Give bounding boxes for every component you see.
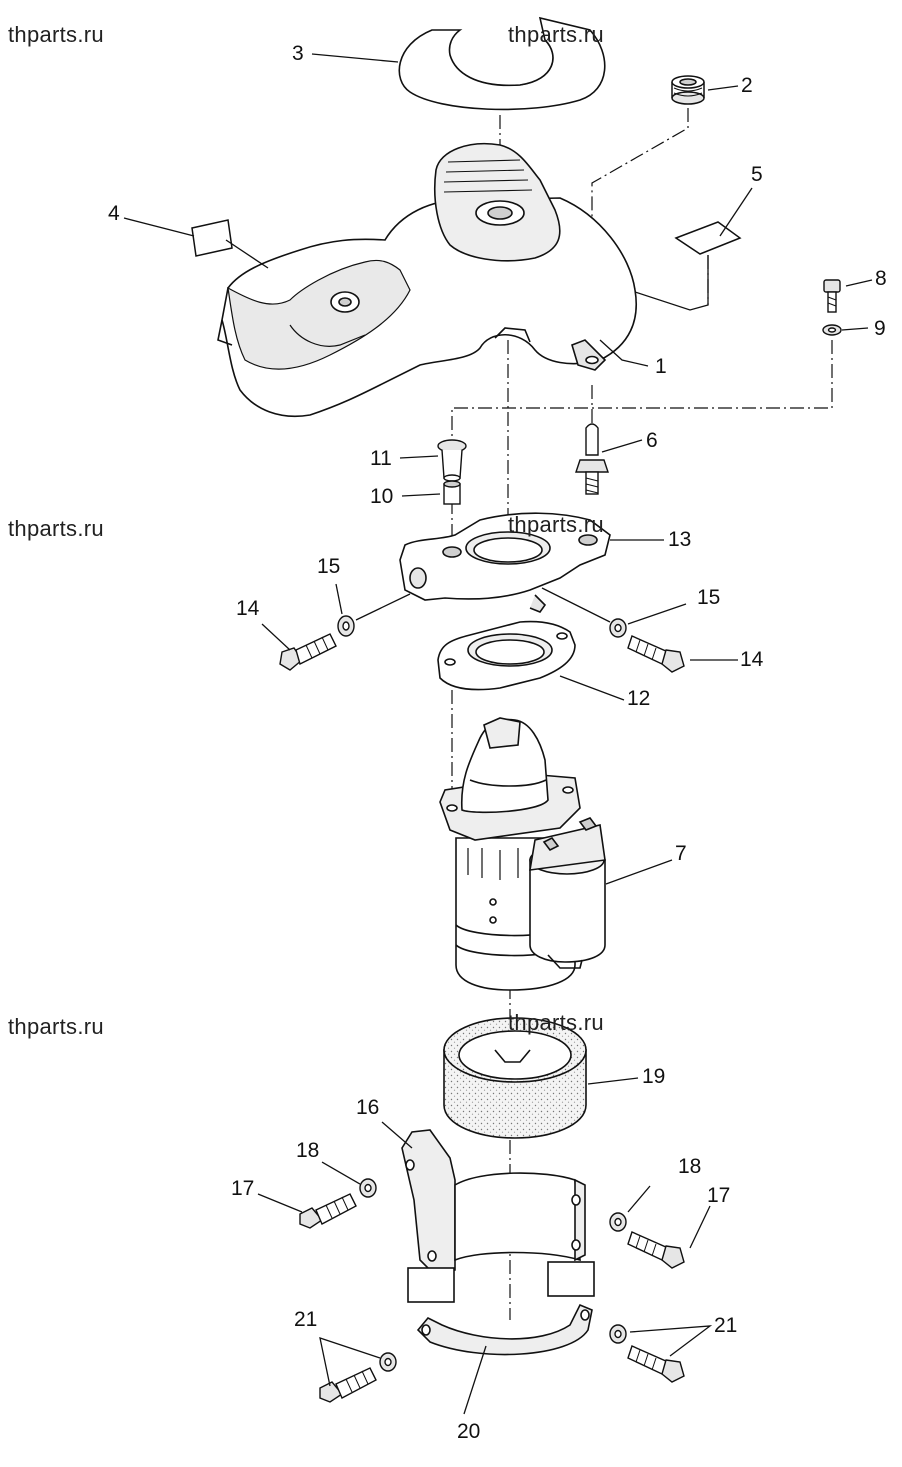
leader-lines	[123, 53, 873, 1415]
part-18-washer-right	[609, 1212, 627, 1232]
callout-17-left: 17	[231, 1177, 255, 1200]
part-4-label	[191, 219, 233, 257]
part-19-cushion-ring	[443, 1017, 587, 1139]
callout-2: 2	[741, 74, 753, 97]
callout-20: 20	[457, 1420, 481, 1443]
callout-12: 12	[627, 687, 651, 710]
part-14-bolt-left	[279, 633, 337, 671]
part-16-lower-bracket	[401, 1129, 595, 1303]
callout-14-left: 14	[236, 597, 260, 620]
watermark: thparts.ru	[8, 1014, 104, 1039]
part-15-washer-right	[609, 618, 627, 638]
callout-3: 3	[292, 42, 304, 65]
callout-19: 19	[642, 1065, 666, 1088]
callout-18-left: 18	[296, 1139, 320, 1162]
callout-1: 1	[655, 355, 667, 378]
part-17-bolt-right	[627, 1231, 685, 1269]
callout-15-right: 15	[697, 586, 721, 609]
callout-16: 16	[356, 1096, 380, 1119]
part-13-bracket	[399, 512, 611, 613]
watermark: thparts.ru	[8, 516, 104, 541]
callout-11: 11	[370, 447, 392, 470]
part-8-bolt	[823, 279, 841, 313]
callout-5: 5	[751, 163, 763, 186]
part-11-collar	[437, 439, 467, 482]
part-14-bolt-right	[627, 635, 685, 673]
watermark: thparts.ru	[8, 22, 104, 47]
part-1-top-cover	[217, 142, 637, 418]
part-2-grommet	[671, 75, 705, 105]
part-21-washer-right	[609, 1324, 627, 1344]
part-9-washer	[822, 324, 842, 336]
part-10-sleeve	[443, 480, 461, 505]
callout-21-left: 21	[294, 1308, 318, 1331]
callout-6: 6	[646, 429, 658, 452]
part-6-stud-bolt	[575, 423, 609, 495]
callout-13: 13	[668, 528, 692, 551]
watermark: thparts.ru	[508, 512, 604, 537]
callout-18-right: 18	[678, 1155, 702, 1178]
part-17-bolt-left	[299, 1193, 357, 1229]
callout-15-left: 15	[317, 555, 341, 578]
part-5-label	[674, 221, 742, 255]
part-21-bolt-right	[627, 1345, 685, 1383]
callout-4: 4	[108, 202, 120, 225]
callout-8: 8	[875, 267, 887, 290]
part-7-starter-motor	[439, 717, 606, 991]
callout-17-right: 17	[707, 1184, 731, 1207]
callout-21-right: 21	[714, 1314, 738, 1337]
part-3-shield-plate	[398, 16, 606, 111]
watermark: thparts.ru	[508, 22, 604, 47]
part-12-gasket	[437, 620, 576, 691]
callout-7: 7	[675, 842, 687, 865]
part-20-strap	[416, 1303, 593, 1356]
callout-14-right: 14	[740, 648, 764, 671]
part-15-washer-left	[337, 615, 355, 637]
watermark: thparts.ru	[508, 1010, 604, 1035]
part-21-washer-left	[379, 1352, 397, 1372]
callout-9: 9	[874, 317, 886, 340]
part-21-bolt-left	[319, 1367, 377, 1403]
callout-10: 10	[370, 485, 394, 508]
part-18-washer-left	[359, 1178, 377, 1198]
